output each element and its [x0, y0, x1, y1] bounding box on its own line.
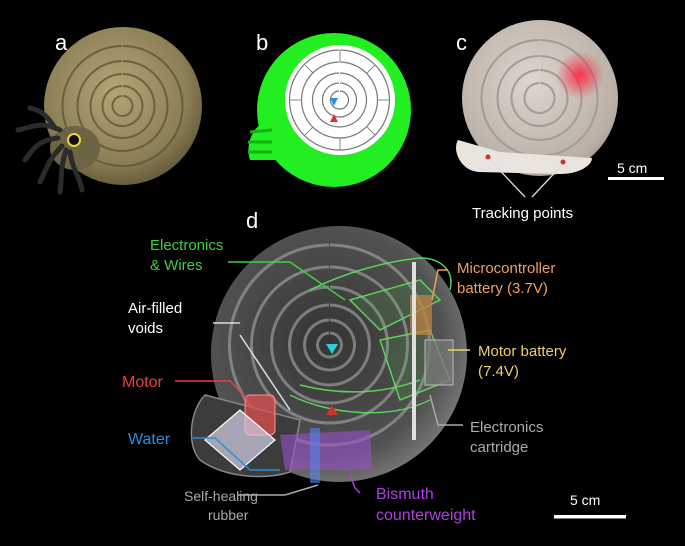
tracking-point-marker — [485, 154, 491, 160]
bismuth-counterweight-label-line2: counterweight — [376, 507, 476, 524]
tracking-points-label: Tracking points — [472, 205, 573, 222]
green-shell-model — [248, 33, 411, 187]
electronics-cartridge-label-line2: cartridge — [470, 439, 528, 456]
self-healing-rubber-label-line2: rubber — [208, 507, 249, 523]
self-healing-rubber-label-line1: Self-healing — [184, 488, 258, 504]
counterweight-bolt — [310, 428, 320, 483]
motor-battery-label-line1: Motor battery — [478, 343, 567, 360]
microcontroller-battery-label-line1: Microcontroller — [457, 260, 555, 277]
bismuth-counterweight — [280, 430, 372, 470]
motor-battery-label-line2: (7.4V) — [478, 363, 519, 380]
panel-a: a — [15, 27, 202, 195]
bismuth-counterweight-label-line1: Bismuth — [376, 486, 434, 503]
motor-battery — [424, 339, 454, 386]
tentacles-illustration — [15, 105, 85, 195]
panel-label-b: b — [256, 30, 268, 55]
center-of-mass-marker — [326, 405, 338, 415]
panel-label-a: a — [55, 30, 68, 55]
panel-b: b — [248, 30, 411, 187]
scale-bar — [554, 515, 626, 519]
scale-bar-label: 5 cm — [570, 492, 600, 508]
panel-label-c: c — [456, 30, 467, 55]
scale-bar-label: 5 cm — [617, 160, 647, 176]
scale-bar — [608, 177, 664, 180]
center-of-buoyancy-marker — [330, 98, 338, 106]
eye-icon — [67, 133, 81, 147]
electronics-wires-label-line2: & Wires — [150, 257, 203, 274]
electronics-cartridge-label-line1: Electronics — [470, 419, 543, 436]
tracking-leader-line — [489, 159, 526, 198]
electronics-wires-label-line1: Electronics — [150, 237, 223, 254]
panel-d: d — [122, 208, 626, 524]
nautilus-shell-illustration — [44, 27, 202, 185]
robot-photo-illustration — [456, 20, 618, 176]
microcontroller-battery-label-line2: battery (3.7V) — [457, 280, 548, 297]
panel-label-d: d — [246, 208, 258, 233]
leader-lines — [175, 261, 470, 496]
motor-label: Motor — [122, 374, 164, 391]
tracking-point-marker — [560, 159, 566, 165]
air-filled-voids-label-line2: voids — [128, 320, 163, 337]
tracking-leader-line — [531, 164, 563, 198]
panel-c: c Tracking points 5 cm — [456, 20, 664, 222]
water-intake — [204, 409, 276, 471]
center-of-buoyancy-marker — [326, 344, 338, 354]
center-of-mass-marker — [330, 114, 338, 122]
water-label: Water — [128, 431, 171, 448]
air-filled-voids-label-line1: Air-filled — [128, 300, 182, 317]
